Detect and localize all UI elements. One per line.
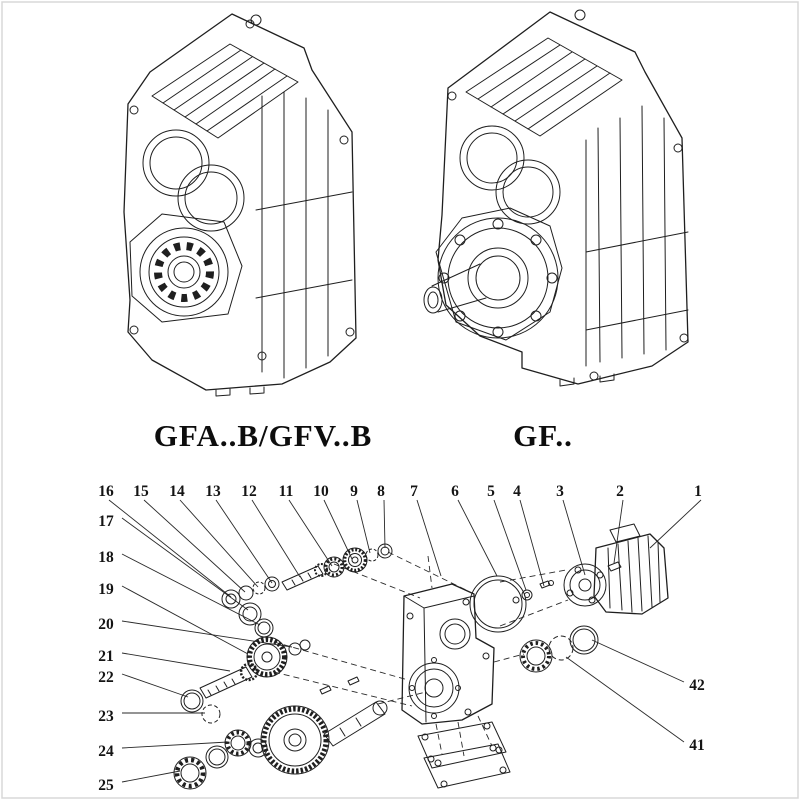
part-number-6: 6: [451, 483, 459, 500]
part-housing: [401, 583, 495, 725]
part-numbers-right: 42 41: [689, 677, 705, 754]
gearbox-drawing-gf: [423, 9, 689, 387]
part-seal-ring: [180, 689, 204, 713]
part-seal-ring: [238, 585, 254, 601]
part-number-17: 17: [98, 513, 114, 530]
part-number-19: 19: [98, 581, 114, 598]
part-number-12: 12: [241, 483, 257, 500]
part-seal-ring: [569, 625, 599, 655]
part-numbers-left: 17 18 19 20 21 22 23 24 25: [98, 513, 114, 794]
part-number-22: 22: [98, 669, 114, 686]
part-gasket-ring: [469, 575, 527, 633]
part-studs: [319, 676, 360, 695]
part-number-3: 3: [556, 483, 564, 500]
part-number-23: 23: [98, 708, 114, 725]
leader-lines-right: [565, 639, 685, 743]
part-motor: [563, 523, 669, 615]
caption-gfab: GFA..B/GFV..B: [154, 418, 373, 453]
part-number-2: 2: [616, 483, 624, 500]
part-circlip: [365, 548, 379, 562]
part-spacer-ring: [205, 745, 229, 769]
part-small-gear: [342, 547, 368, 573]
leader-lines-top: [108, 499, 702, 598]
part-number-41: 41: [689, 737, 705, 754]
part-bolt: [512, 580, 554, 604]
part-end-cover: [238, 602, 262, 626]
gearbox-drawing-gfab: [123, 13, 357, 397]
part-number-13: 13: [205, 483, 221, 500]
part-number-9: 9: [350, 483, 358, 500]
part-number-11: 11: [279, 483, 294, 500]
part-number-15: 15: [133, 483, 149, 500]
part-mid-gear: [246, 636, 288, 678]
part-bearing: [519, 639, 553, 673]
part-pinion-shaft: [281, 563, 328, 591]
part-number-1: 1: [694, 483, 702, 500]
part-bearing: [224, 729, 252, 757]
part-number-5: 5: [487, 483, 495, 500]
part-output-gear: [260, 705, 330, 775]
part-bearing: [323, 556, 345, 578]
part-number-42: 42: [689, 677, 705, 694]
part-washer: [377, 543, 393, 559]
leader-lines-left: [121, 517, 293, 783]
part-number-7: 7: [410, 483, 418, 500]
part-number-21: 21: [98, 648, 114, 665]
part-number-4: 4: [513, 483, 521, 500]
part-splined-shaft: [199, 662, 259, 699]
part-number-24: 24: [98, 743, 114, 760]
caption-gf: GF..: [513, 418, 573, 453]
part-washer: [264, 576, 280, 592]
part-number-18: 18: [98, 549, 114, 566]
part-number-14: 14: [169, 483, 185, 500]
part-number-8: 8: [377, 483, 385, 500]
part-key: [607, 561, 622, 572]
exploded-diagram: 16 15 14 13 12 11 10 9 8 7 6 5 4 3 2 1 1…: [98, 483, 705, 794]
part-washer: [248, 738, 268, 758]
part-numbers-top: 16 15 14 13 12 11 10 9 8 7 6 5 4 3 2 1: [98, 483, 702, 500]
part-gasket-plate: [423, 743, 511, 789]
assembly-axis-lines: [273, 551, 569, 757]
part-number-25: 25: [98, 777, 114, 794]
part-output-shaft: [323, 700, 388, 747]
part-circlip: [548, 635, 574, 661]
part-number-16: 16: [98, 483, 114, 500]
part-number-20: 20: [98, 616, 114, 633]
part-seal-ring: [254, 618, 274, 638]
part-circlip: [201, 704, 221, 724]
part-cap: [221, 589, 241, 609]
part-spacers: [288, 639, 311, 656]
part-bearing: [173, 756, 207, 790]
part-number-10: 10: [313, 483, 329, 500]
part-circlip: [252, 581, 266, 595]
part-washer: [521, 589, 533, 601]
